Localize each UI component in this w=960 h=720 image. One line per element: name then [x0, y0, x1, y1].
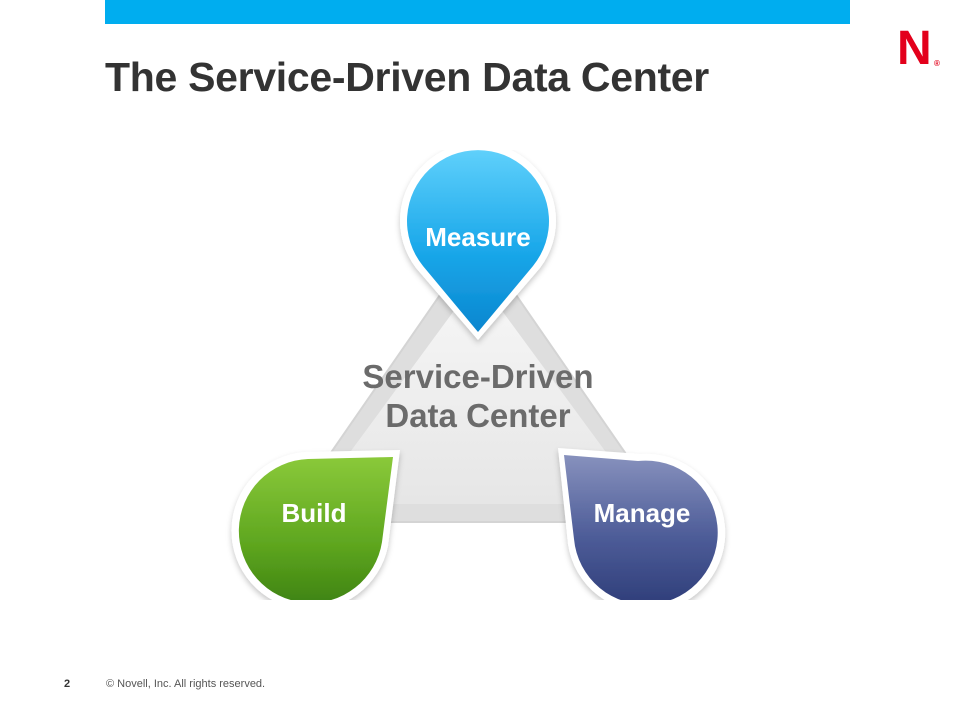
page-number: 2: [64, 678, 71, 690]
top-accent-bar: [105, 0, 850, 24]
measure-label: Measure: [425, 222, 531, 252]
center-label-line2: Data Center: [385, 397, 570, 434]
center-label-line1: Service-Driven: [362, 358, 593, 395]
logo-letter: N: [897, 22, 932, 70]
novell-logo-icon: N ®: [897, 22, 940, 70]
build-node: [231, 450, 400, 600]
logo-registered-mark: ®: [934, 59, 940, 68]
cycle-diagram: Service-Driven Data Center Measure Build…: [231, 150, 726, 600]
manage-label: Manage: [594, 498, 691, 528]
page-title: The Service-Driven Data Center: [105, 54, 709, 100]
manage-node: [558, 448, 726, 600]
measure-node: [400, 150, 556, 340]
copyright-notice: © Novell, Inc. All rights reserved.: [106, 678, 266, 690]
build-label: Build: [282, 498, 347, 528]
